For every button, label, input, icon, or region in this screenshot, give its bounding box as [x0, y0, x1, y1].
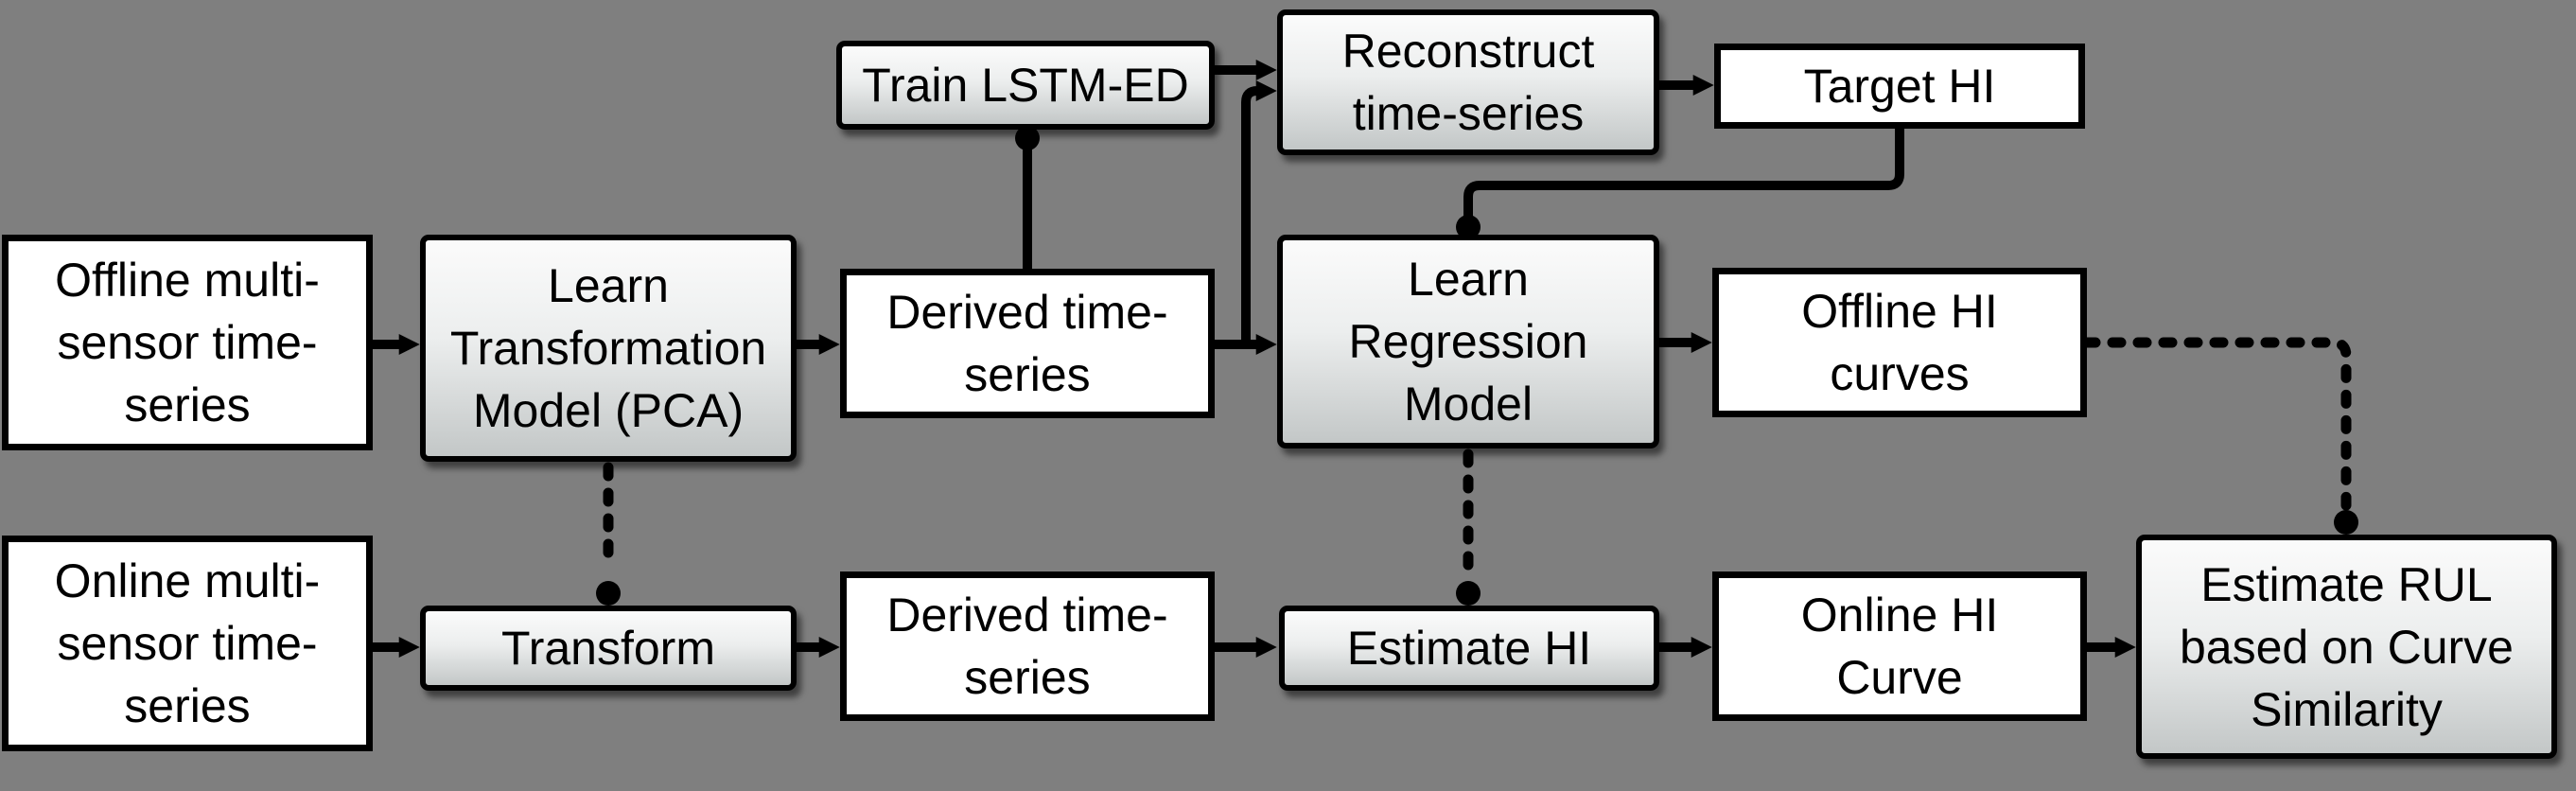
node-label: Derived time- series — [886, 286, 1168, 401]
node-online-multi-sensor-input: Online multi- sensor time- series — [2, 536, 373, 751]
node-label: Learn Regression Model — [1348, 253, 1588, 431]
node-online-hi-curve: Online HI Curve — [1712, 571, 2087, 721]
node-label: Learn Transformation Model (PCA) — [449, 259, 767, 437]
node-label: Offline multi- sensor time- series — [55, 254, 320, 431]
node-label: Reconstruct time-series — [1341, 25, 1595, 140]
node-label: Offline HI curves — [1801, 285, 1998, 400]
node-label: Online HI Curve — [1800, 589, 1999, 704]
node-offline-multi-sensor-input: Offline multi- sensor time- series — [2, 235, 373, 450]
node-label: Derived time- series — [886, 589, 1168, 704]
node-derived-time-series-online: Derived time- series — [840, 571, 1215, 721]
node-label: Online multi- sensor time- series — [54, 554, 321, 732]
connector-derived-top-to-reconstruct — [1241, 79, 1277, 344]
connector-learn-transform-to-transform-dot — [596, 581, 621, 606]
node-train-lstm-ed: Train LSTM-ED — [836, 41, 1215, 130]
connector-offline-hi-to-estimate-rul-dot — [2334, 510, 2358, 535]
node-reconstruct-time-series: Reconstruct time-series — [1277, 9, 1659, 155]
node-estimate-hi: Estimate HI — [1279, 606, 1659, 691]
node-derived-time-series-offline: Derived time- series — [840, 269, 1215, 418]
connector-derived-top-to-train-lstm-dot — [1015, 126, 1040, 150]
node-learn-transformation-model: Learn Transformation Model (PCA) — [420, 235, 797, 462]
connector-learn-regression-to-estimate-hi-dot — [1456, 581, 1481, 606]
connector-target-hi-to-learn-regression — [1463, 129, 1904, 218]
node-label: Estimate RUL based on Curve Similarity — [2179, 557, 2514, 736]
node-learn-regression-model: Learn Regression Model — [1277, 235, 1659, 448]
node-label: Estimate HI — [1346, 622, 1592, 675]
connector-offline-hi-to-estimate-rul-dashed — [2081, 337, 2352, 511]
node-target-hi: Target HI — [1714, 44, 2085, 129]
node-label: Train LSTM-ED — [862, 59, 1189, 112]
node-offline-hi-curves: Offline HI curves — [1712, 268, 2087, 417]
connector-target-hi-to-learn-regression-dot — [1456, 215, 1481, 239]
node-label: Target HI — [1803, 60, 1996, 113]
node-estimate-rul: Estimate RUL based on Curve Similarity — [2136, 535, 2557, 759]
node-label: Transform — [501, 622, 715, 675]
node-transform: Transform — [420, 606, 797, 691]
